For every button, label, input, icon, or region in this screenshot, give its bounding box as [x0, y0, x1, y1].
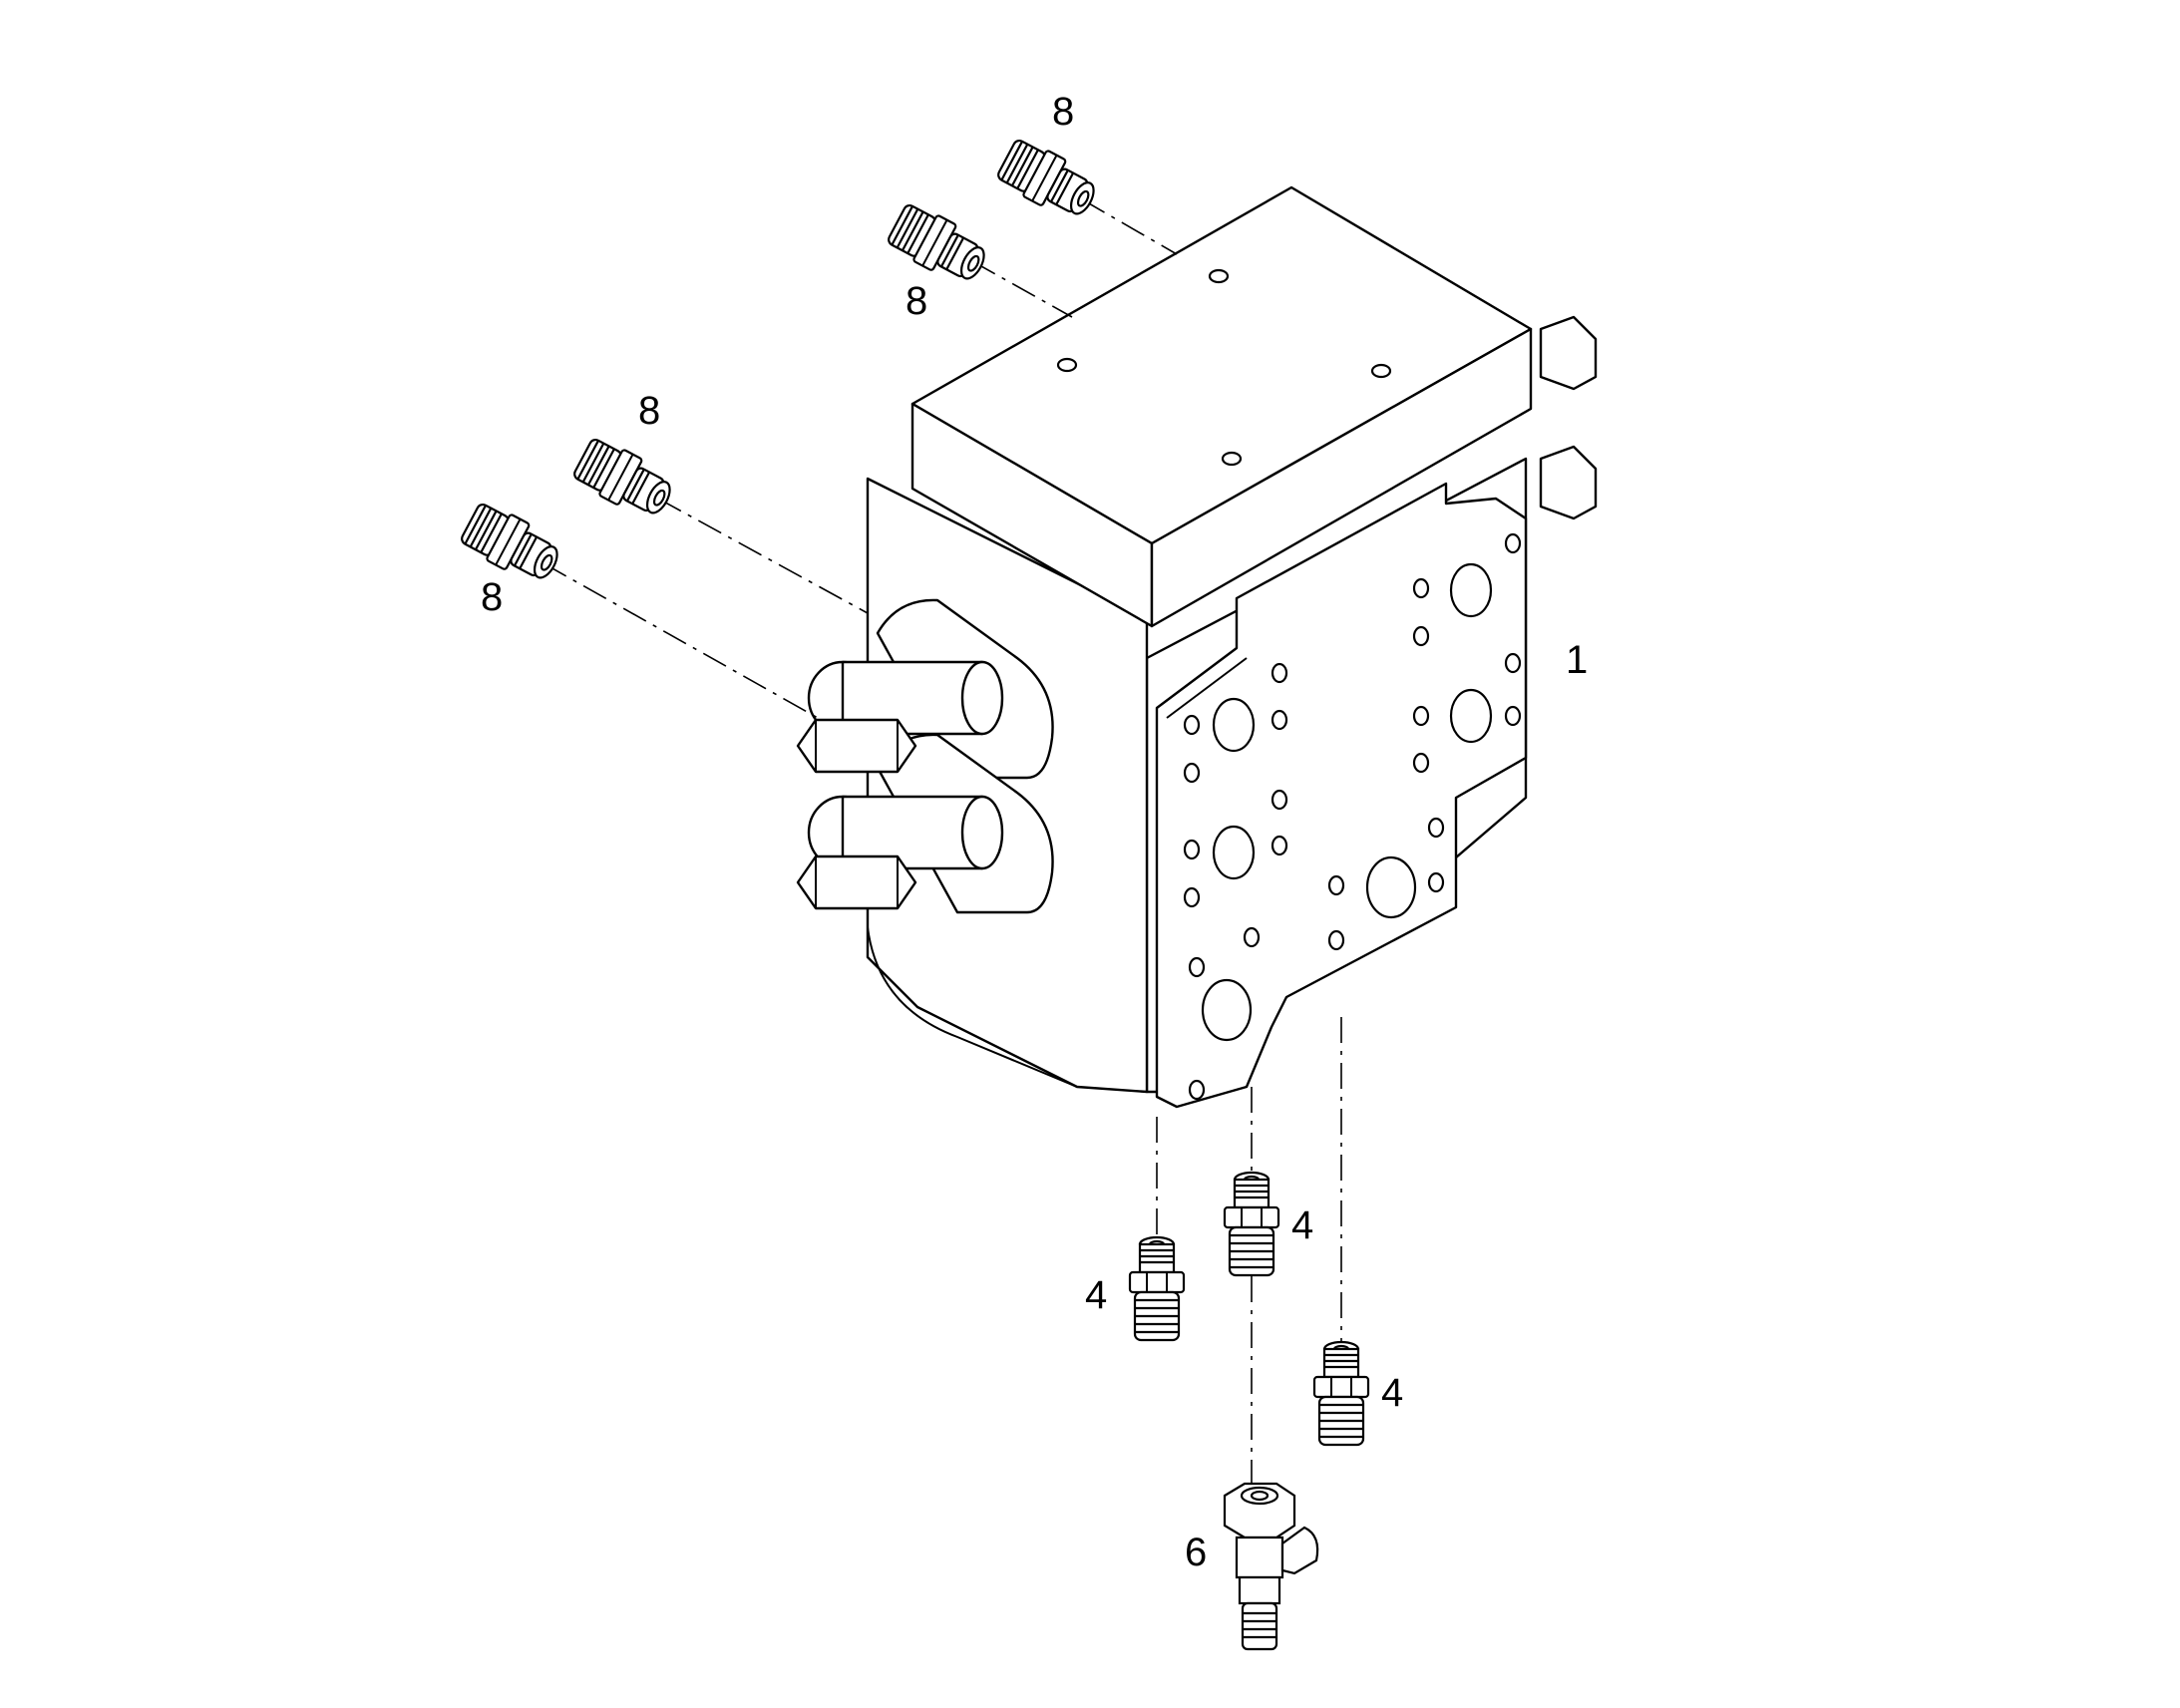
spool-caps — [796, 598, 1054, 914]
callout-4-middle: 4 — [1291, 1203, 1313, 1247]
fitting-8-second — [884, 198, 994, 292]
tee-fitting-part-6 — [1223, 1482, 1319, 1651]
fitting-8-third — [569, 433, 680, 526]
fitting-4-left — [1128, 1235, 1186, 1342]
plate-holes — [1183, 532, 1522, 1101]
fitting-4-middle — [1223, 1171, 1280, 1277]
valve-body-part-1 — [796, 185, 1598, 1109]
callout-8-fourth: 8 — [481, 575, 503, 619]
callout-4-right: 4 — [1381, 1371, 1403, 1415]
leader-lines — [543, 198, 1342, 1486]
callout-labels: 8 8 8 8 1 4 4 4 6 — [481, 90, 1588, 1574]
callout-8-third: 8 — [638, 389, 660, 433]
callout-8-top: 8 — [1052, 90, 1074, 134]
callout-8-second: 8 — [906, 279, 927, 323]
fitting-8-top — [993, 134, 1104, 227]
fitting-4-right — [1312, 1340, 1370, 1447]
callout-4-left: 4 — [1085, 1273, 1107, 1317]
callout-1: 1 — [1566, 638, 1588, 682]
fitting-8-fourth — [457, 498, 567, 591]
callout-6: 6 — [1185, 1531, 1207, 1574]
